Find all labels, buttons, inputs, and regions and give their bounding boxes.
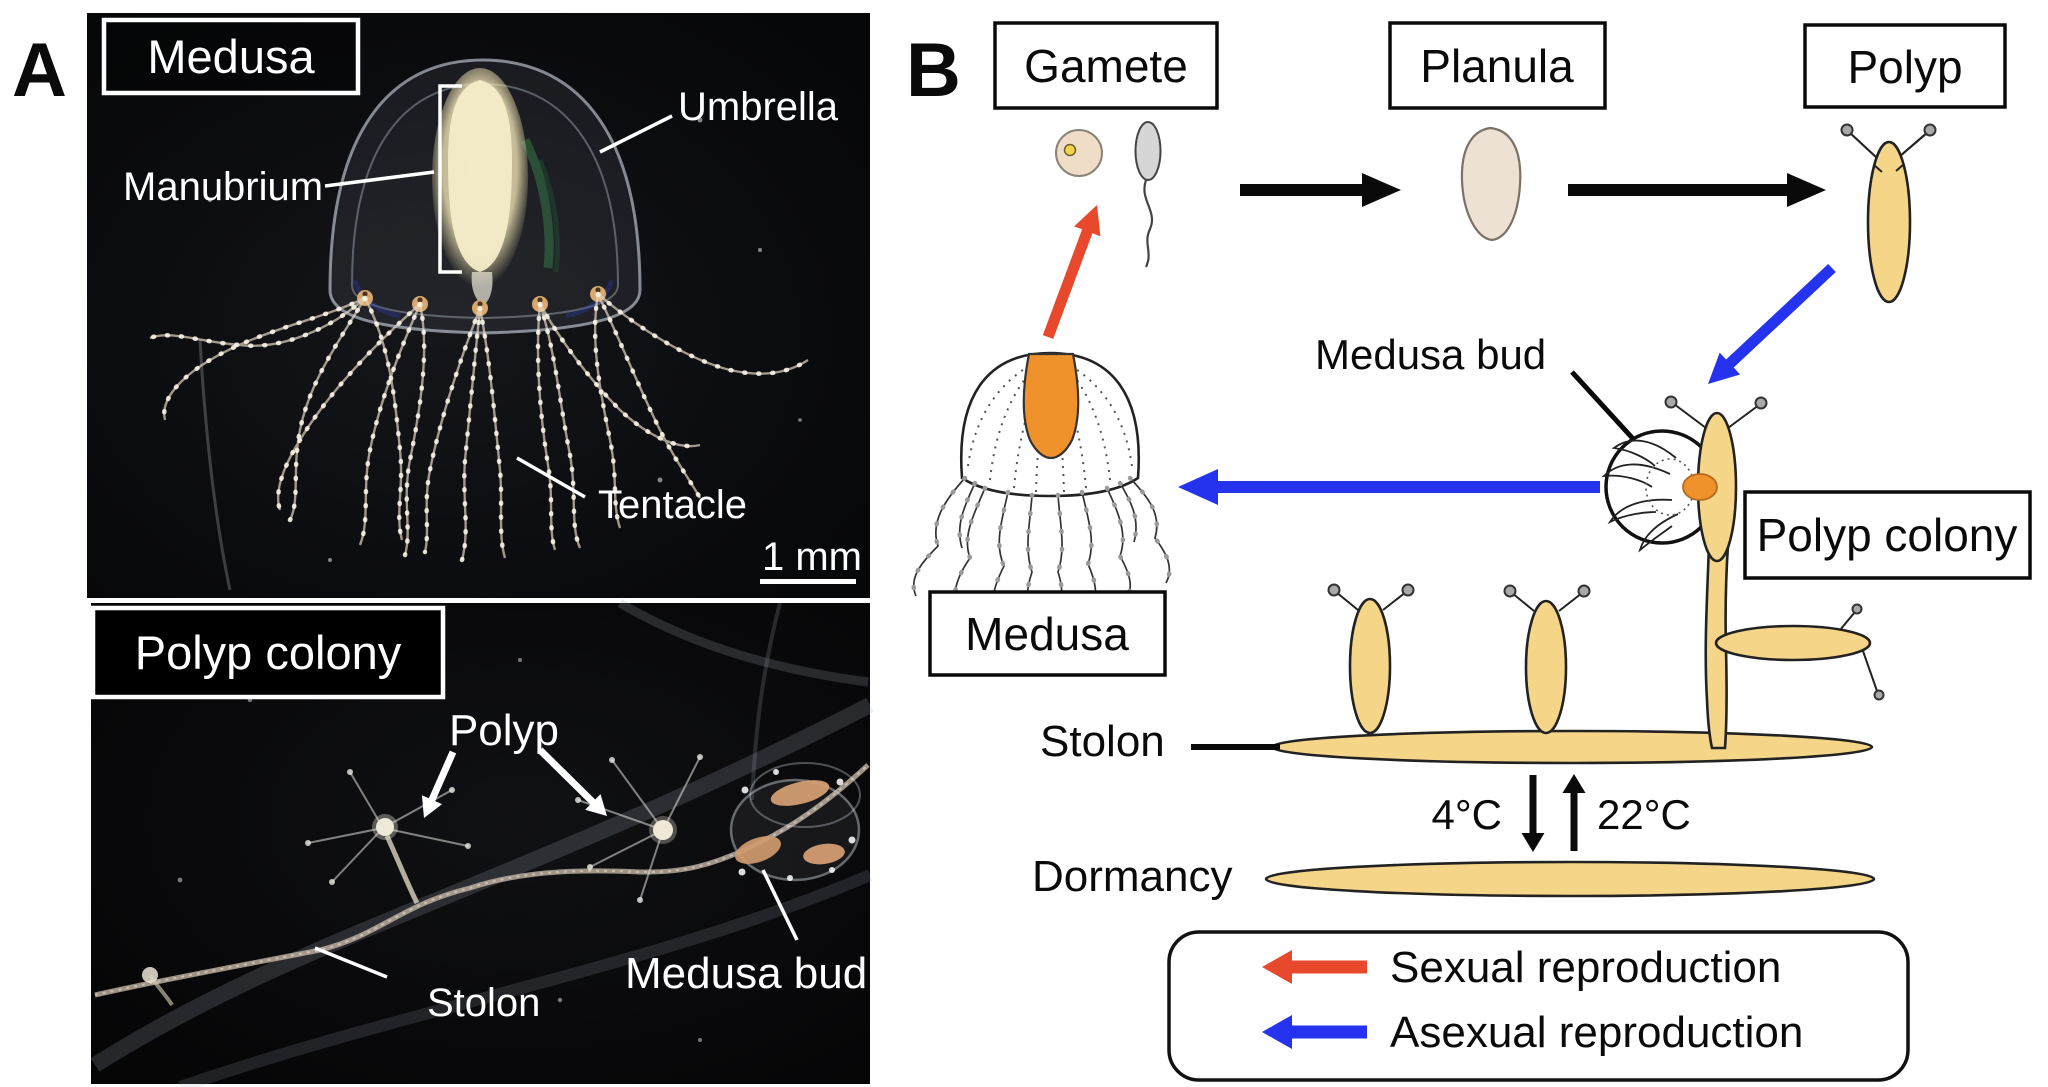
medusa-bud-label: Medusa bud bbox=[625, 949, 867, 998]
legend-sexual-label: Sexual reproduction bbox=[1390, 943, 1781, 992]
panel-a: A bbox=[12, 13, 874, 1087]
asexual-arrow-polyp-to-colony bbox=[1708, 264, 1836, 384]
egg-drawing bbox=[1055, 129, 1103, 177]
legend-sexual-arrow bbox=[1262, 950, 1367, 984]
manubrium-label: Manubrium bbox=[123, 165, 323, 209]
medusa-bud-pointer-line bbox=[761, 869, 799, 941]
dormant-stolon-shape bbox=[1264, 860, 1876, 898]
manubrium-bracket bbox=[438, 84, 462, 274]
tentacle-pointer-line bbox=[516, 456, 586, 499]
photo-scratch bbox=[198, 339, 232, 591]
polyp-arrow-left bbox=[421, 750, 457, 818]
manubrium-pointer-line bbox=[324, 170, 435, 188]
planula-box bbox=[1388, 21, 1607, 110]
planula-box-label: Planula bbox=[1420, 40, 1574, 92]
umbrella-label: Umbrella bbox=[678, 85, 839, 129]
medusa-box-label: Medusa bbox=[965, 608, 1129, 660]
medusa-bud-annotation: Medusa bud bbox=[1315, 331, 1546, 378]
temp-up-arrow bbox=[1562, 774, 1586, 851]
arrow-gamete-to-planula bbox=[1240, 173, 1401, 207]
polyp-colony-box bbox=[1743, 490, 2032, 580]
temp-down-arrow bbox=[1521, 775, 1545, 852]
arrow-planula-to-polyp bbox=[1568, 173, 1826, 207]
medusa-bud-annotation-line bbox=[1570, 370, 1638, 444]
umbrella-pointer-line bbox=[599, 114, 673, 154]
colony-polyp-2 bbox=[1503, 584, 1591, 735]
medusa-manubrium-photo bbox=[432, 68, 528, 306]
colony-title: Polyp colony bbox=[135, 626, 402, 679]
medusa-bud-cluster-photo bbox=[729, 762, 861, 882]
temp-cold-label: 4°C bbox=[1432, 791, 1503, 838]
medusa-bud-shape bbox=[1682, 473, 1718, 501]
colony-title-box bbox=[90, 605, 446, 700]
panel-b: B Gamete Planula Polyp bbox=[906, 21, 2032, 1082]
gamete-box bbox=[993, 21, 1219, 110]
planula-drawing bbox=[1460, 126, 1522, 242]
polyp-arrow-right bbox=[537, 747, 607, 816]
medusa-title-box bbox=[101, 17, 361, 96]
stolon-label: Stolon bbox=[427, 981, 540, 1025]
medusa-photo: Medusa Umbrella Manubrium Tentacle 1 mm bbox=[87, 13, 870, 598]
tentacle-label: Tentacle bbox=[598, 483, 747, 527]
stolon-pointer-line bbox=[314, 946, 388, 979]
scale-bar-label: 1 mm bbox=[762, 535, 862, 579]
polyp-drawing bbox=[1840, 123, 1937, 304]
polyp-label: Polyp bbox=[449, 706, 559, 755]
legend-asexual-arrow bbox=[1262, 1015, 1367, 1049]
stolon-annotation: Stolon bbox=[1040, 717, 1165, 766]
temp-warm-label: 22°C bbox=[1597, 791, 1691, 838]
asexual-arrow-bud-to-medusa bbox=[1178, 469, 1600, 505]
medusa-manubrium-shape bbox=[1022, 352, 1080, 460]
dormancy-label: Dormancy bbox=[1032, 852, 1233, 901]
polyp-colony-box-label: Polyp colony bbox=[1757, 509, 2018, 561]
polyp-colony-photo: Polyp colony Polyp Stolon Medusa bud bbox=[90, 599, 874, 1087]
panel-a-letter: A bbox=[12, 28, 67, 113]
medusa-sketch bbox=[914, 351, 1170, 614]
polyp-box-label: Polyp bbox=[1847, 41, 1962, 93]
panel-b-letter: B bbox=[906, 28, 961, 113]
photo-polyp-2 bbox=[575, 754, 703, 903]
sperm-drawing bbox=[1134, 121, 1162, 268]
stolon-shape bbox=[1270, 729, 1874, 765]
polyp-box bbox=[1803, 23, 2007, 109]
colony-polyp-1 bbox=[1327, 583, 1415, 735]
legend: Sexual reproduction Asexual reproduction bbox=[1167, 930, 1910, 1082]
sexual-reproduction-arrow bbox=[1042, 205, 1101, 339]
photo-polyp-3 bbox=[142, 967, 174, 1007]
photo-polyp-1 bbox=[305, 769, 471, 905]
medusa-box bbox=[928, 590, 1167, 677]
polyp-colony-drawing bbox=[1270, 395, 1885, 765]
photo-specks bbox=[208, 117, 802, 562]
side-branch-polyp bbox=[1714, 603, 1885, 701]
scale-bar bbox=[760, 579, 856, 584]
legend-asexual-label: Asexual reproduction bbox=[1390, 1008, 1803, 1057]
medusa-title: Medusa bbox=[147, 30, 315, 83]
gamete-box-label: Gamete bbox=[1024, 40, 1188, 92]
